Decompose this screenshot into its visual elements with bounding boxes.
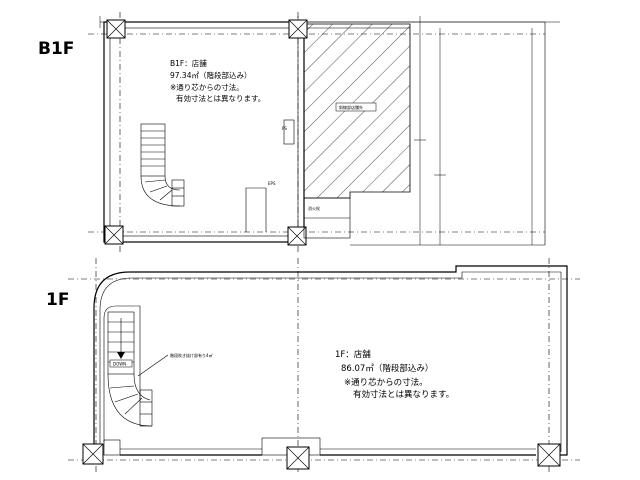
- b1f-pipe-space: [283, 119, 295, 145]
- svg-text:PS: PS: [282, 126, 287, 131]
- b1f-column-top-left: [106, 19, 126, 39]
- b1f-column-bottom-left: [104, 225, 124, 245]
- svg-text:消火栓: 消火栓: [308, 205, 320, 211]
- 1f-floor-label: 1F: [46, 290, 69, 310]
- b1f-room-info: B1F：店舗 97.34㎡（階段部込み） ※通り芯からの寸法。 有効寸法とは異な…: [170, 58, 265, 103]
- b1f-column-bottom-mid: [287, 226, 307, 246]
- svg-text:EPS: EPS: [268, 181, 276, 186]
- b1f-floor-label: B1F: [38, 39, 74, 59]
- 1f-note-line1: ※通り芯からの寸法。: [344, 377, 428, 388]
- b1f-room-use: B1F：店舗: [170, 58, 207, 68]
- 1f-room-use: 1F：店舗: [335, 349, 371, 360]
- b1f-shaft-outline: [245, 187, 267, 232]
- 1f-room-info: 1F：店舗 86.07㎡（階段部込み） ※通り芯からの寸法。 有効寸法とは異なり…: [335, 349, 454, 400]
- 1f-grid-axes: [68, 258, 580, 475]
- b1f-floor-plan: B1F: [38, 12, 560, 255]
- b1f-equipment-labels: EPS 消火栓 PS: [268, 126, 320, 211]
- 1f-column-bottom-right: [537, 443, 561, 467]
- b1f-staircase: [140, 123, 185, 207]
- 1f-note-line2: 有効寸法とは異なります。: [353, 389, 454, 400]
- b1f-small-room: [303, 197, 351, 239]
- 1f-stair-direction: DOWN: [113, 362, 126, 367]
- b1f-note-line2: 有効寸法とは異なります。: [176, 93, 265, 103]
- 1f-staircase: DOWN: [103, 305, 153, 442]
- 1f-area: 86.07㎡（階段部込み）: [341, 363, 433, 374]
- 1f-floor-plan: 1F: [46, 258, 580, 475]
- b1f-area: 97.34㎡（階段部込み）: [170, 70, 251, 80]
- svg-text:斜線部店舗外: 斜線部店舗外: [339, 104, 363, 110]
- b1f-right-dimension-lines: [414, 28, 533, 245]
- 1f-column-bottom-mid: [286, 446, 310, 470]
- 1f-walls: [93, 265, 568, 456]
- 1f-stair-callout-text: 階段吹き抜け部有り4㎡: [170, 352, 213, 358]
- b1f-hatched-area-tag: 斜線部店舗外: [335, 102, 377, 112]
- b1f-note-line1: ※通り芯からの寸法。: [170, 82, 244, 92]
- 1f-stair-callout: 階段吹き抜け部有り4㎡: [137, 352, 213, 377]
- b1f-column-top-mid: [288, 19, 308, 39]
- 1f-column-bottom-left: [82, 443, 104, 465]
- 1f-bottom-left-recess: [103, 439, 121, 456]
